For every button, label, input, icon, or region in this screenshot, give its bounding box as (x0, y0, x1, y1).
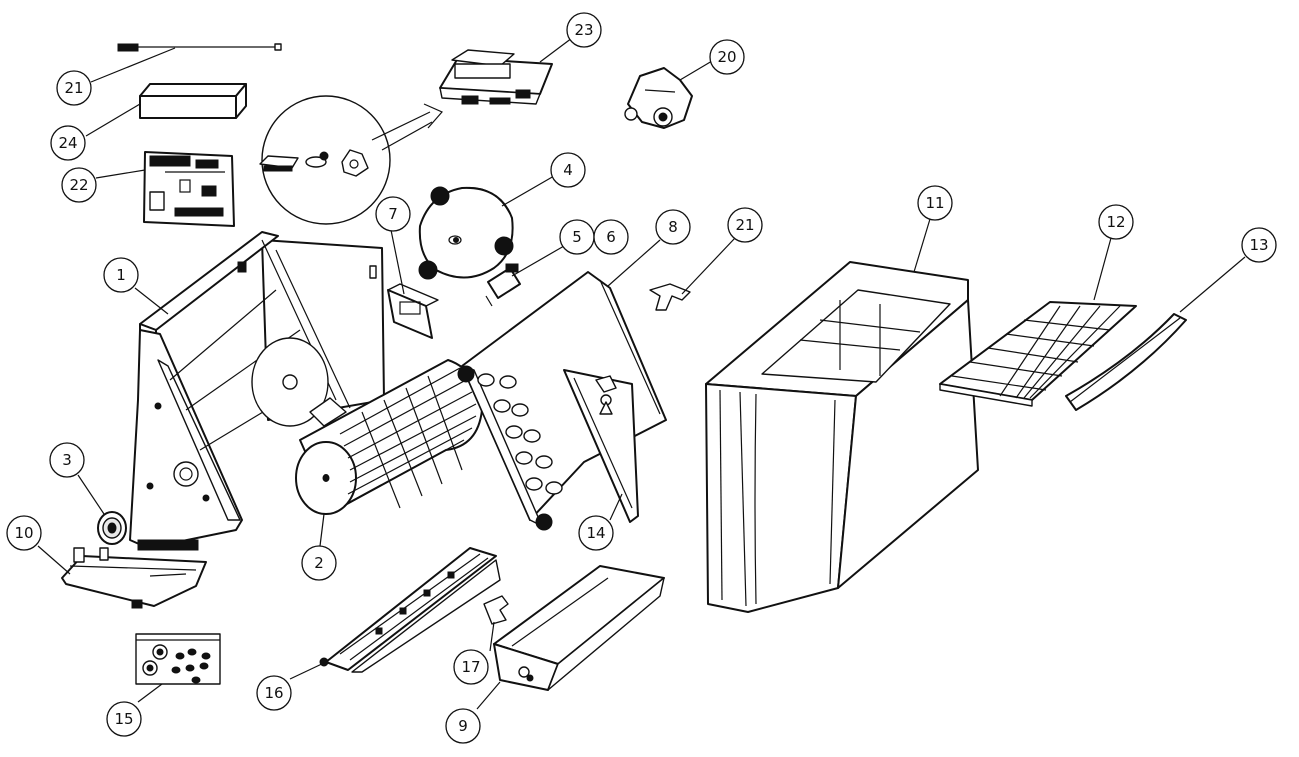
part-coil-end-plate (563, 369, 639, 523)
louver-links (375, 571, 455, 635)
part-clip-lower (483, 595, 509, 625)
callout-bubble-9: 9 (445, 708, 481, 744)
callout-bubble-17: 17 (453, 649, 489, 685)
blower-wheel-blades (339, 367, 477, 509)
part-hardware-kit (135, 633, 221, 685)
callout-bubble-3: 3 (49, 442, 85, 478)
callout-label: 12 (1106, 213, 1125, 231)
callout-label: 11 (925, 194, 944, 212)
filter-mesh (951, 305, 1121, 399)
callout-label: 7 (388, 205, 398, 223)
callout-label: 24 (58, 134, 77, 152)
callout-label: 9 (458, 717, 468, 735)
callout-bubble-15: 15 (106, 701, 142, 737)
part-evaporator-coil (457, 271, 667, 531)
callout-label: 14 (586, 524, 605, 542)
leader-lines (37, 37, 1246, 710)
callout-bubble-7: 7 (375, 196, 411, 232)
part-bracket (387, 283, 439, 339)
callout-bubble-22: 22 (61, 167, 97, 203)
part-filter (939, 301, 1137, 407)
part-left-bottom-cover (61, 547, 207, 609)
callout-bubble-4: 4 (550, 152, 586, 188)
callout-bubble-24: 24 (50, 125, 86, 161)
callout-bubble-1: 1 (103, 257, 139, 293)
detail-callout-circle (259, 95, 443, 225)
callout-label: 5 (572, 228, 582, 246)
part-drain-pan (493, 565, 665, 691)
detail-small-parts (259, 149, 369, 177)
part-fan-motor (418, 186, 514, 280)
callout-label: 21 (735, 216, 754, 234)
callout-label: 10 (14, 524, 33, 542)
callout-label: 6 (606, 228, 616, 246)
callout-label: 22 (69, 176, 88, 194)
part-side-frame (129, 231, 385, 551)
callout-label: 13 (1249, 236, 1268, 254)
callout-label: 2 (314, 554, 324, 572)
callout-label: 15 (114, 710, 133, 728)
callout-bubble-2: 2 (301, 545, 337, 581)
callout-bubble-13: 13 (1241, 227, 1277, 263)
callout-bubble-12: 12 (1098, 204, 1134, 240)
part-clip-upper (649, 283, 691, 311)
callout-label: 16 (264, 684, 283, 702)
callout-label: 3 (62, 451, 72, 469)
part-control-board (143, 151, 235, 227)
part-control-box (139, 83, 247, 119)
callout-bubble-14: 14 (578, 515, 614, 551)
callout-label: 4 (563, 161, 573, 179)
callout-label: 20 (717, 48, 736, 66)
callout-bubble-23: 23 (566, 12, 602, 48)
callout-bubble-10: 10 (6, 515, 42, 551)
callout-bubble-6: 6 (593, 219, 629, 255)
part-temperature-sensor (117, 43, 282, 52)
coil-tubes (477, 373, 563, 495)
callout-bubble-19: 20 (709, 39, 745, 75)
callout-label: 17 (461, 658, 480, 676)
callout-label: 21 (64, 79, 83, 97)
callout-bubble-20: 21 (56, 70, 92, 106)
part-display-board (439, 49, 553, 105)
callout-bubble-5: 5 (559, 219, 595, 255)
callout-label: 1 (116, 266, 126, 284)
part-trim-strip (1065, 313, 1187, 411)
callout-bubble-11: 11 (917, 185, 953, 221)
callout-bubble-16: 16 (256, 675, 292, 711)
part-bearing (97, 511, 127, 545)
callout-bubble-8: 8 (655, 209, 691, 245)
part-louver-assembly (319, 547, 501, 673)
callout-label: 8 (668, 218, 678, 236)
callout-bubble-21: 21 (727, 207, 763, 243)
part-step-motor (624, 67, 693, 129)
callout-label: 23 (574, 21, 593, 39)
part-front-panel (705, 261, 979, 613)
